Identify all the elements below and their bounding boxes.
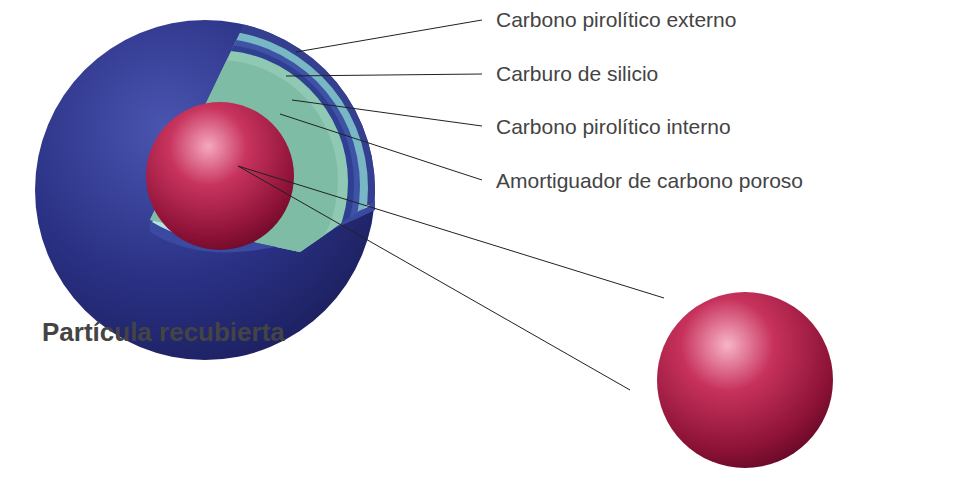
part-label: Amortiguador de carbono poroso	[496, 168, 803, 194]
kernel-detail	[657, 292, 833, 468]
caption: Partícula recubierta	[42, 316, 285, 348]
cutaway	[35, 20, 375, 360]
leader-line	[238, 166, 630, 390]
leader-line	[280, 114, 482, 180]
part-label: Carbono pirolítico interno	[496, 114, 731, 140]
part-label: Carburo de silicio	[496, 61, 658, 87]
outer-sphere	[35, 20, 375, 360]
part-label: Carbono pirolítico externo	[496, 7, 736, 33]
leader-line	[292, 100, 482, 126]
leader-line	[296, 20, 482, 52]
leader-line	[286, 74, 482, 76]
